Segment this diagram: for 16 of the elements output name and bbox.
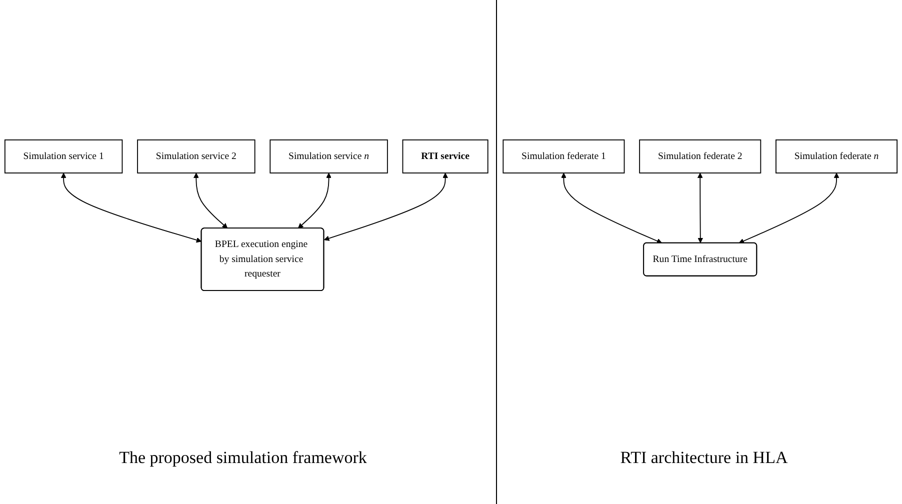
arrow bbox=[561, 172, 662, 244]
node-box: Simulation service n bbox=[270, 139, 388, 174]
node-box: Simulation federate n bbox=[776, 139, 898, 174]
node-box: RTI service bbox=[402, 139, 488, 174]
arrow bbox=[60, 172, 202, 242]
arrow bbox=[194, 172, 228, 228]
node-box: Simulation service 2 bbox=[137, 139, 256, 174]
arrow bbox=[738, 172, 840, 244]
arrow bbox=[298, 172, 332, 228]
node-box: Simulation federate 1 bbox=[502, 139, 625, 174]
caption-text: RTI architecture in HLA bbox=[619, 448, 789, 468]
caption-text: The proposed simulation framework bbox=[118, 448, 368, 468]
node-box: Simulation service 1 bbox=[4, 139, 123, 174]
arrow bbox=[697, 172, 704, 243]
arrow bbox=[324, 172, 448, 241]
node-box: Simulation federate 2 bbox=[639, 139, 762, 174]
